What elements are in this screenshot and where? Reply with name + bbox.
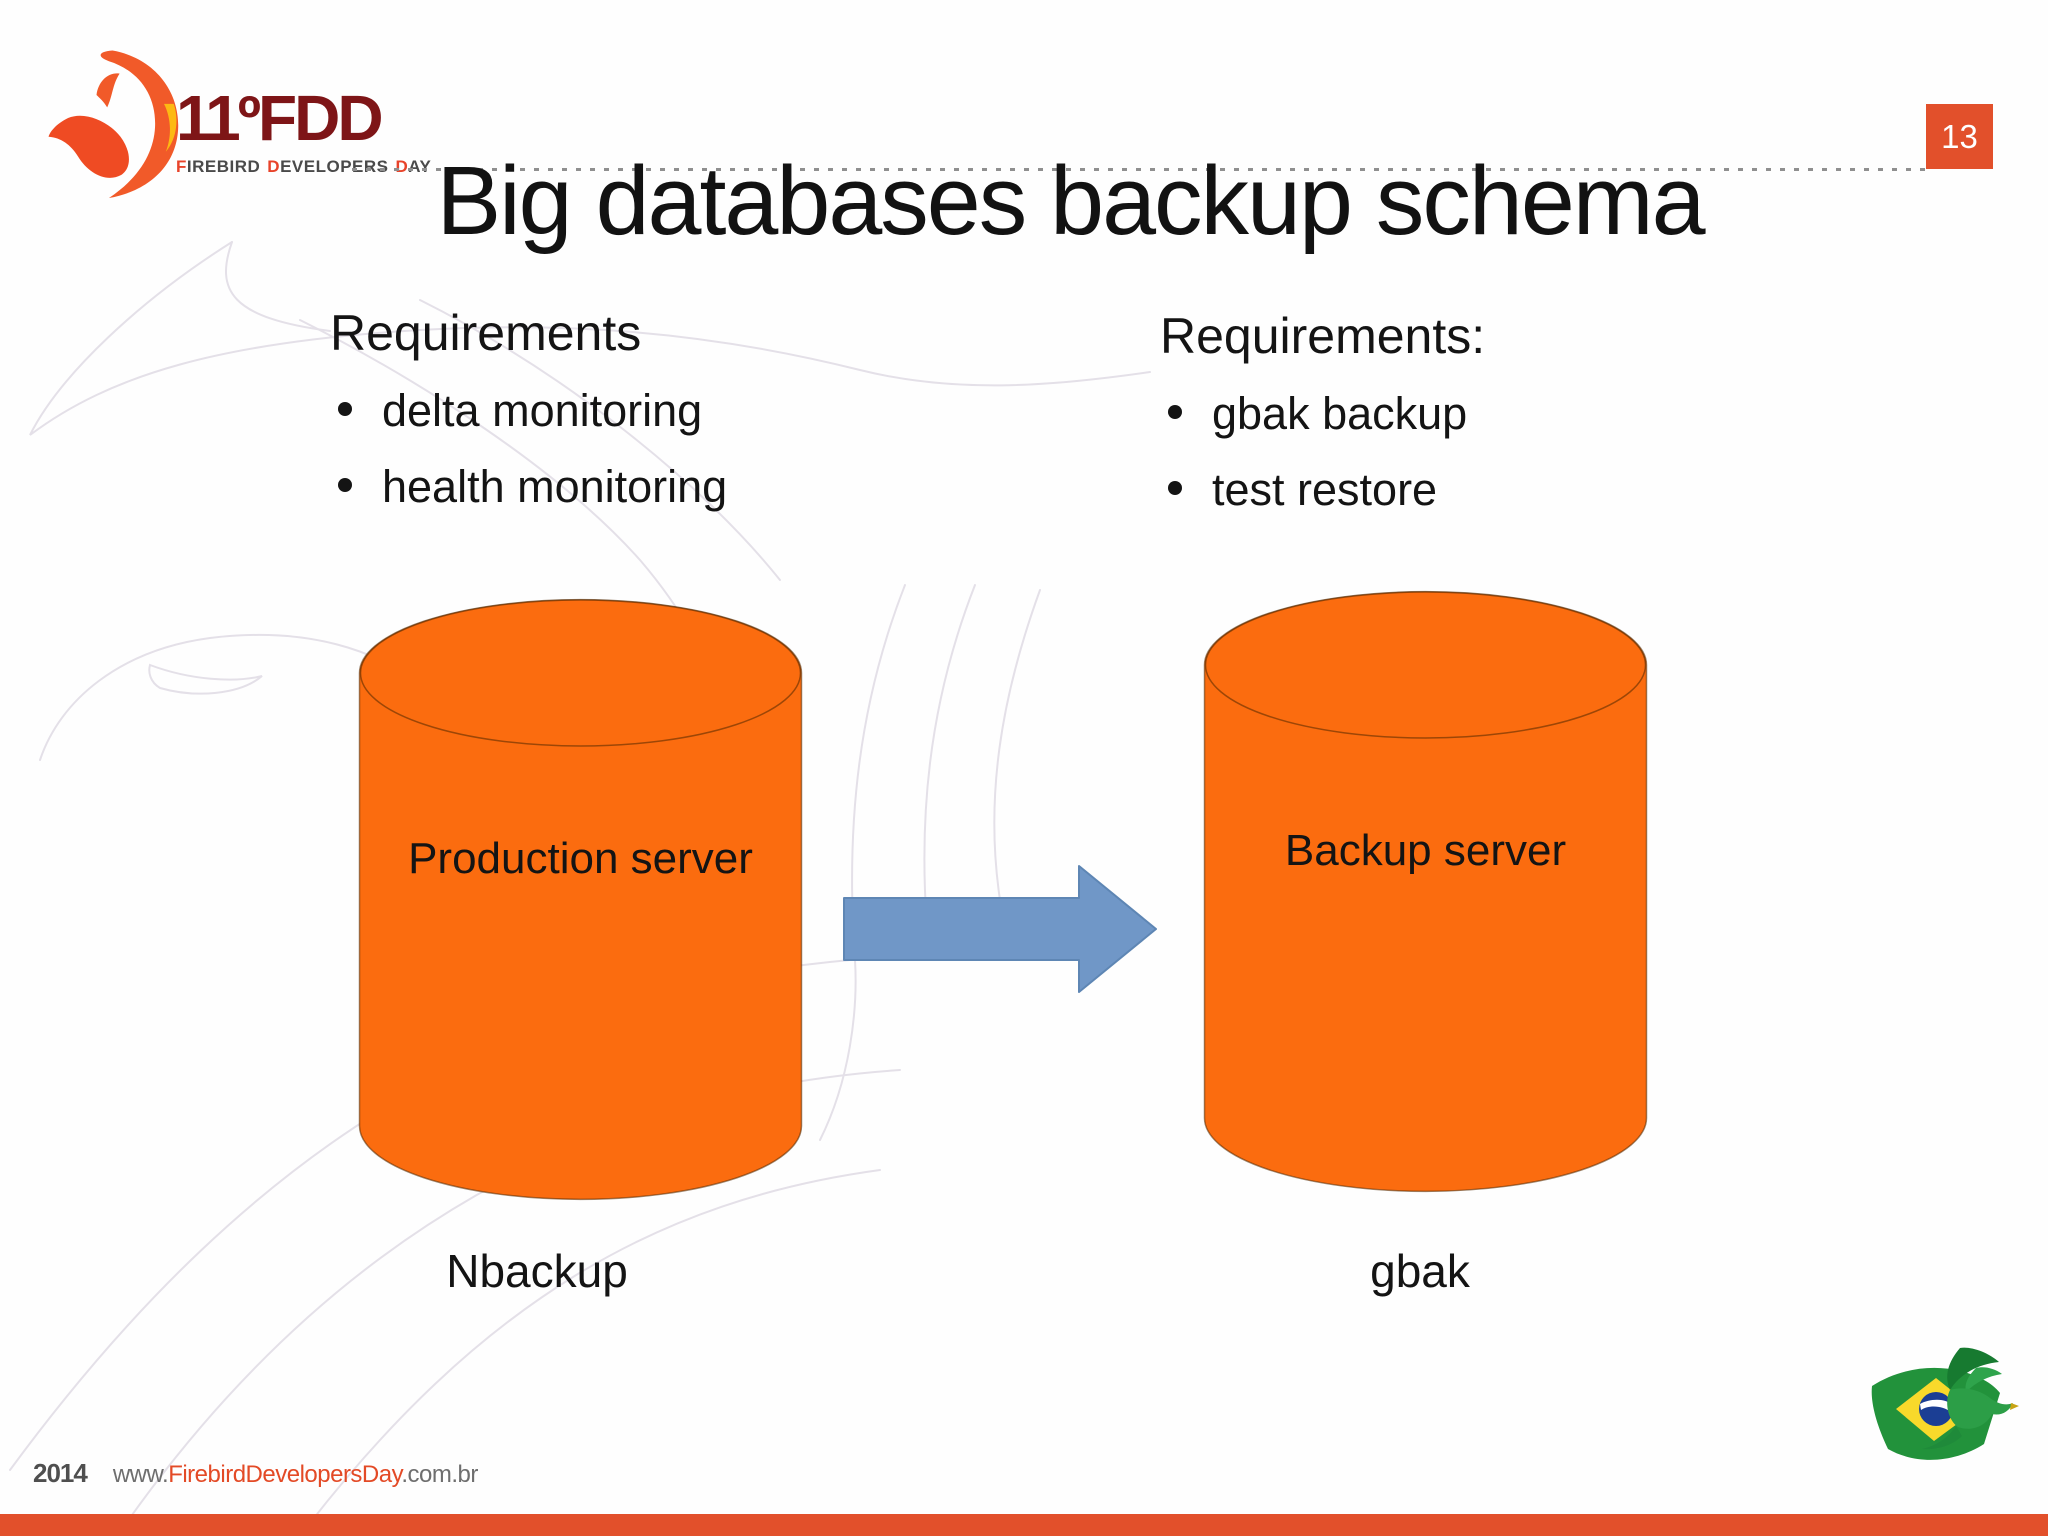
page-number-badge: 13 — [1926, 104, 1993, 169]
dotted-divider — [352, 168, 1925, 171]
bottom-accent-bar — [0, 1514, 2048, 1536]
requirements-right-list: gbak backup test restore — [1160, 388, 1780, 516]
logo-subtitle-accent: D — [395, 157, 409, 176]
requirements-right: Requirements: gbak backup test restore — [1160, 309, 1780, 516]
logo-subtitle-accent: F — [176, 157, 187, 176]
firebird-phoenix-icon — [48, 50, 179, 198]
footer-credit: 2014 www.FirebirdDevelopersDay.com.br — [33, 1458, 478, 1489]
bullet-dot-icon — [1168, 405, 1182, 419]
gbak-caption: gbak — [1370, 1245, 1470, 1297]
backup-server-cylinder — [1203, 590, 1648, 1193]
requirements-left: Requirements delta monitoring health mon… — [330, 306, 950, 513]
requirement-item: test restore — [1160, 464, 1780, 516]
footer-year: 2014 — [33, 1458, 88, 1488]
logo-edition: 11ºFDD — [176, 82, 384, 154]
bullet-dot-icon — [1168, 480, 1182, 495]
production-server-label: Production server — [408, 834, 753, 883]
slide-title: Big databases backup schema — [436, 146, 1705, 255]
nbackup-caption: Nbackup — [446, 1245, 628, 1297]
requirement-item: gbak backup — [1160, 388, 1780, 440]
requirement-item: delta monitoring — [330, 385, 950, 437]
logo-subtitle-accent: D — [267, 157, 281, 176]
requirements-left-heading: Requirements — [330, 305, 642, 361]
bullet-dot-icon — [338, 477, 352, 492]
backup-server-label: Backup server — [1284, 826, 1567, 875]
production-server-cylinder — [358, 598, 803, 1201]
brazil-flag-firebird-icon — [1871, 1347, 2019, 1460]
right-arrow-icon — [843, 865, 1157, 993]
requirements-right-heading: Requirements: — [1160, 308, 1486, 364]
requirements-left-list: delta monitoring health monitoring — [330, 385, 950, 513]
footer-url: www.FirebirdDevelopersDay.com.br — [112, 1461, 479, 1488]
bullet-dot-icon — [338, 402, 352, 416]
requirement-item: health monitoring — [330, 461, 950, 513]
